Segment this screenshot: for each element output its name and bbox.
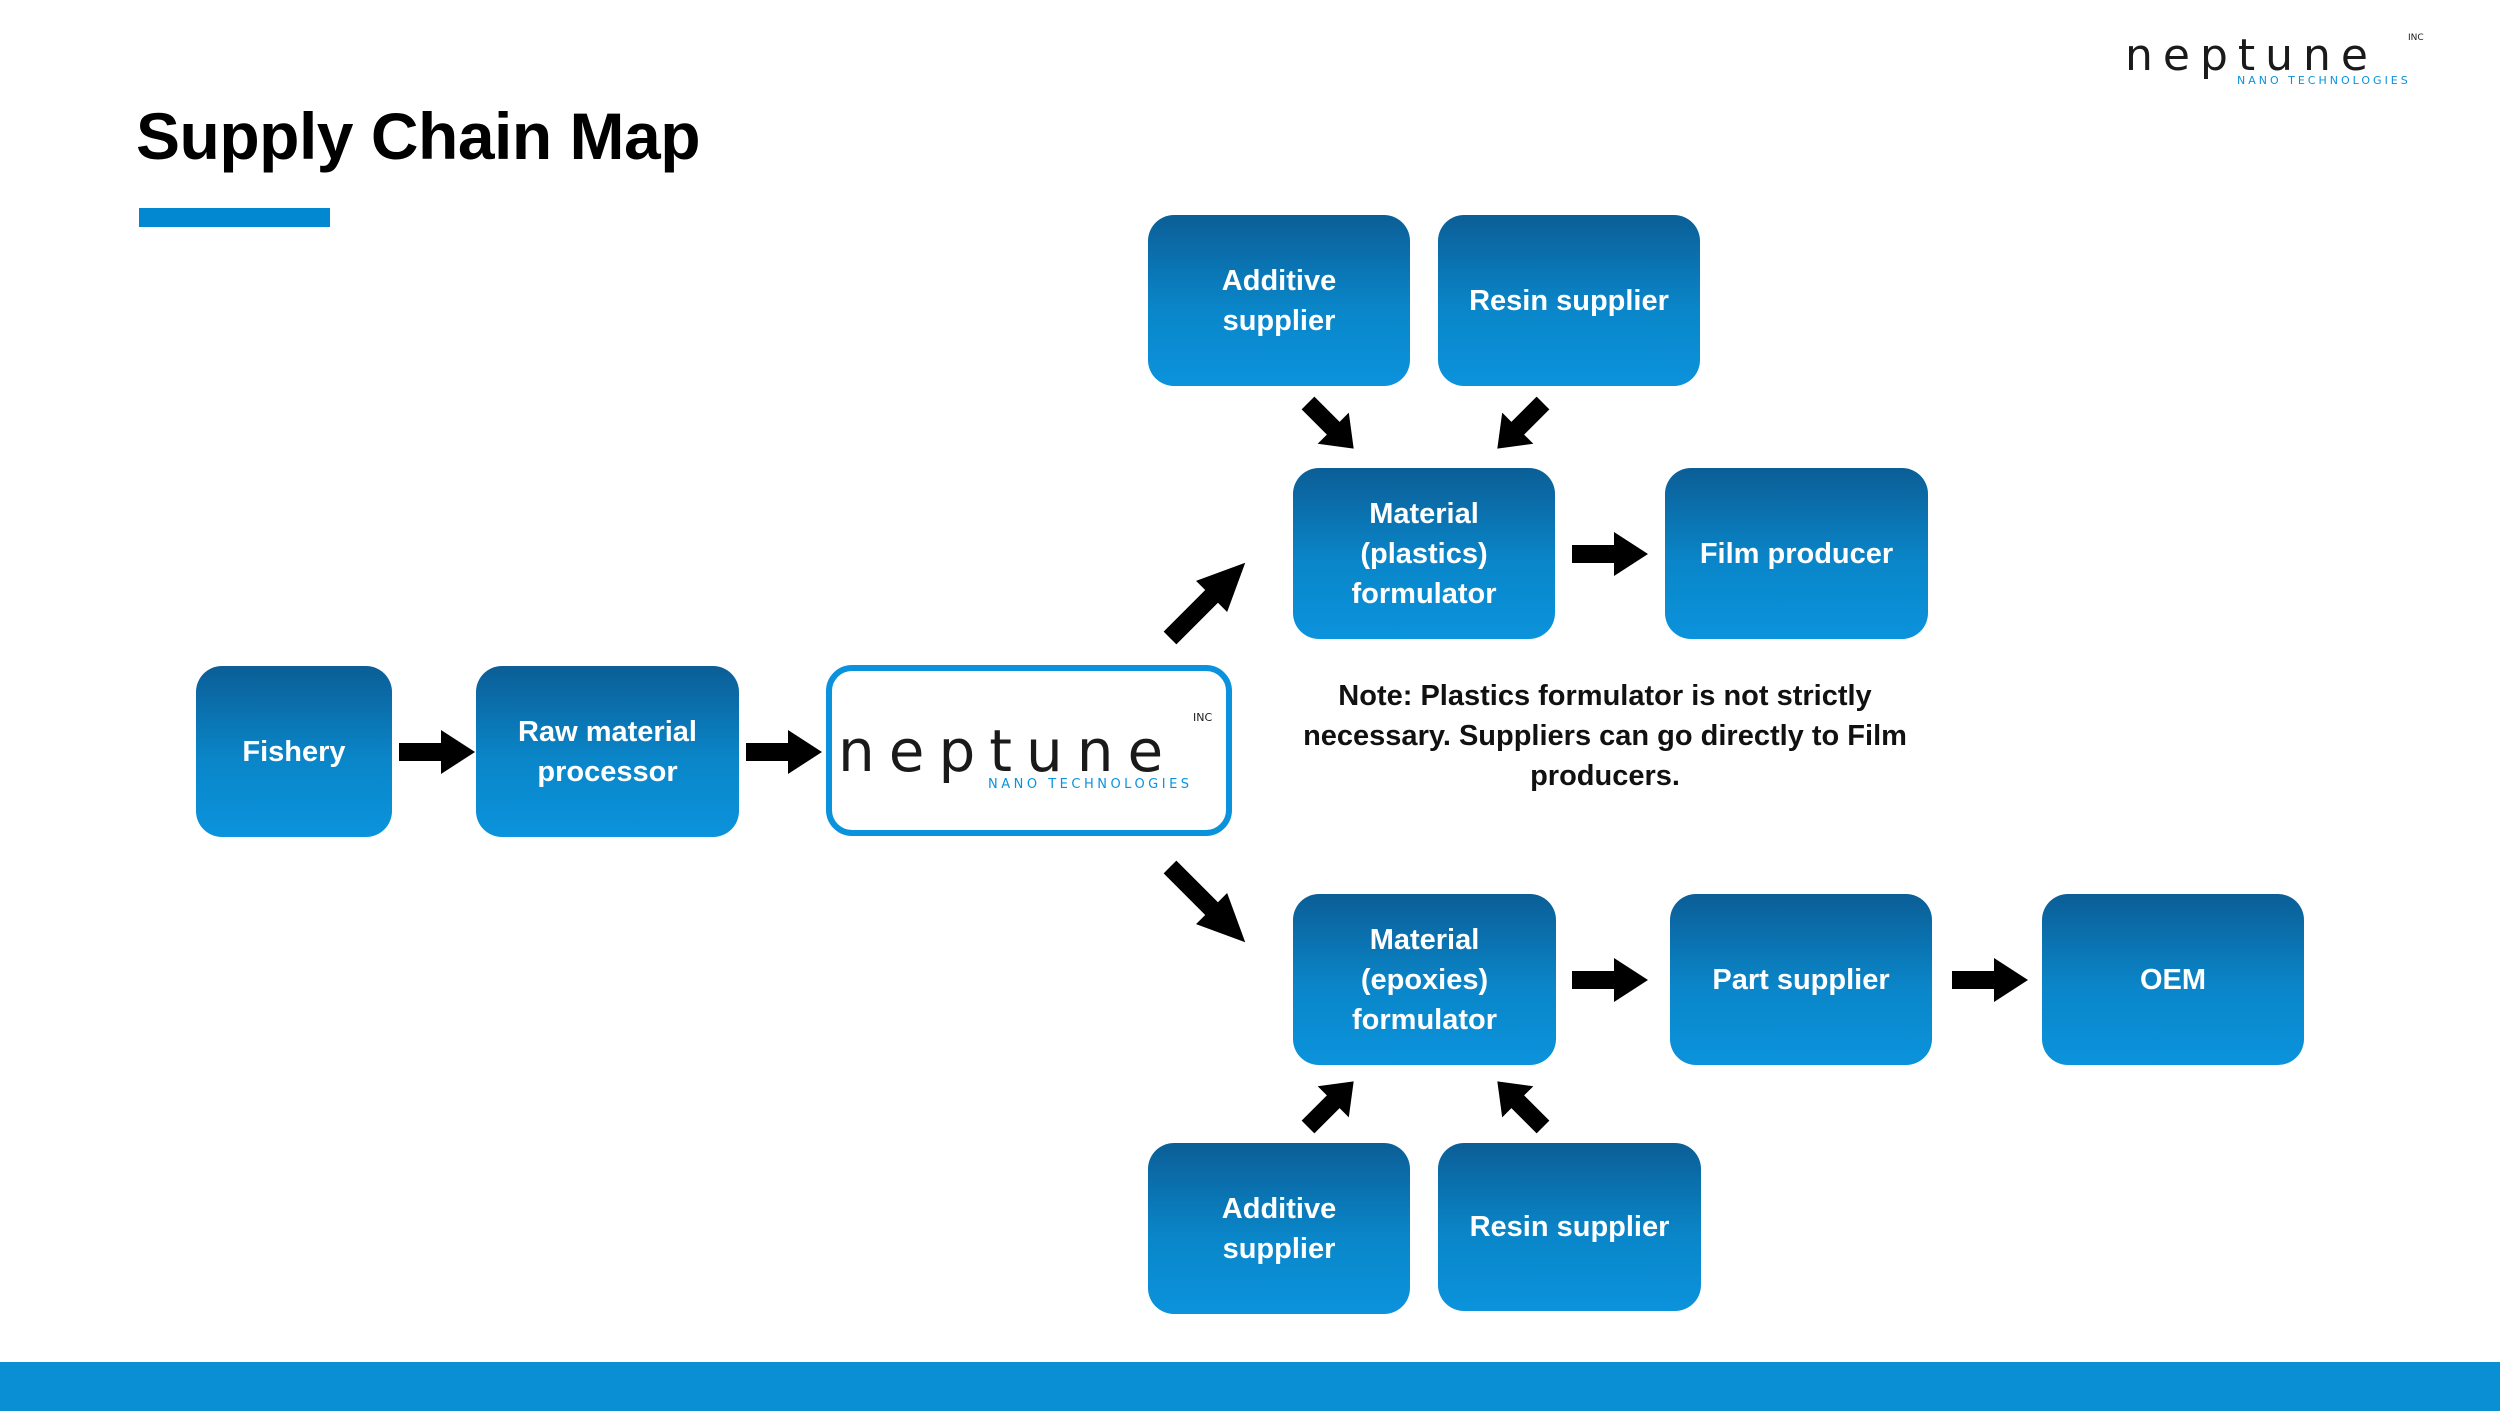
diagram-note: Note: Plastics formulator is not strictl… xyxy=(1303,680,1907,792)
node-film-producer: Film producer xyxy=(1665,468,1928,639)
arrow-fishery-to-processor xyxy=(399,730,475,774)
node-neptune: neptune INC NANO TECHNOLOGIES xyxy=(826,665,1232,836)
arrow-neptune-to-epoxies xyxy=(1154,851,1261,958)
node-plastics-formulator: Material (plastics) formulator xyxy=(1293,468,1555,639)
neptune-node-inc: INC xyxy=(1193,711,1213,724)
node-epoxies-formulator: Material (epoxies) formulator xyxy=(1293,894,1556,1065)
arrow-plastics-to-film xyxy=(1572,532,1648,576)
logo-inc: INC xyxy=(2408,33,2424,43)
arrow-neptune-to-plastics xyxy=(1154,547,1261,654)
node-part-supplier: Part supplier xyxy=(1670,894,1932,1065)
node-raw-material-processor: Raw material processor xyxy=(476,666,739,837)
neptune-node-wordmark: neptune xyxy=(838,717,1178,785)
title-underline xyxy=(139,208,330,227)
arrow-resin-bottom-up xyxy=(1481,1065,1559,1143)
arrow-additive-top-down xyxy=(1292,387,1370,465)
neptune-node-logo: neptune INC NANO TECHNOLOGIES xyxy=(838,711,1228,797)
logo-subtitle: NANO TECHNOLOGIES xyxy=(2237,74,2411,87)
node-fishery: Fishery xyxy=(196,666,392,837)
page-title: Supply Chain Map xyxy=(136,99,701,173)
footer-bar xyxy=(0,1362,2500,1411)
arrow-additive-bottom-up xyxy=(1292,1065,1370,1143)
arrow-resin-top-down xyxy=(1481,387,1559,465)
arrow-epoxies-to-part xyxy=(1572,958,1648,1002)
node-additive-supplier-bottom: Additive supplier xyxy=(1148,1143,1410,1314)
arrow-processor-to-neptune xyxy=(746,730,822,774)
neptune-logo: neptune INC NANO TECHNOLOGIES xyxy=(2125,30,2425,90)
node-resin-supplier-bottom: Resin supplier xyxy=(1438,1143,1701,1311)
neptune-node-subtitle: NANO TECHNOLOGIES xyxy=(988,777,1193,792)
logo-wordmark: neptune xyxy=(2125,30,2378,81)
node-additive-supplier-top: Additive supplier xyxy=(1148,215,1410,386)
arrow-part-to-oem xyxy=(1952,958,2028,1002)
node-oem: OEM xyxy=(2042,894,2304,1065)
node-resin-supplier-top: Resin supplier xyxy=(1438,215,1700,386)
